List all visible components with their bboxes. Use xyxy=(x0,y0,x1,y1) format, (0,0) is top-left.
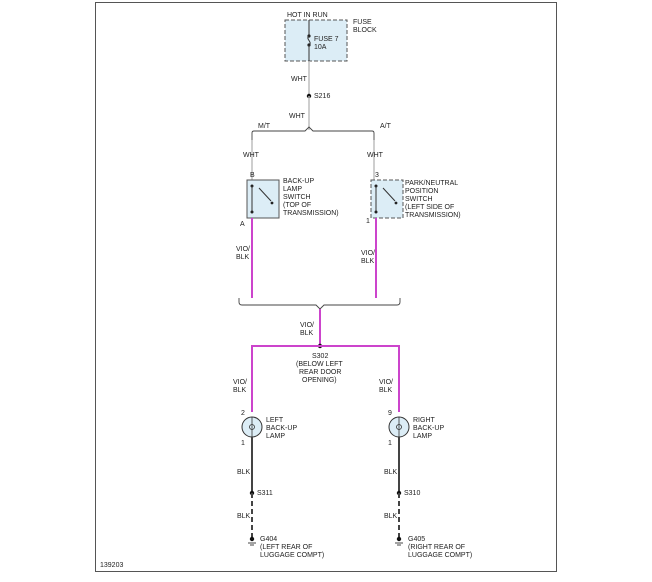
ground-g405-label: G405 xyxy=(408,536,425,543)
right-switch-out-color-1: VIO/ xyxy=(361,250,375,257)
left-lamp-in-color-2: BLK xyxy=(233,387,247,394)
left-switch-contact-bottom xyxy=(250,210,254,214)
left-lamp-in-color-1: VIO/ xyxy=(233,379,247,386)
left-lamp-pin-top: 2 xyxy=(241,410,245,417)
right-switch-pin-bottom: 1 xyxy=(366,218,370,225)
left-switch-blade xyxy=(258,187,272,202)
left-lamp-label-2: BACK-UP xyxy=(266,425,297,432)
left-switch-pin-top: B xyxy=(250,172,255,179)
left-switch-label-3: SWITCH xyxy=(283,194,311,201)
right-switch-label-3: SWITCH xyxy=(405,196,433,203)
fuse-block-box xyxy=(284,19,348,62)
hot-in-run-label: HOT IN RUN xyxy=(287,12,328,19)
option-merge-brace xyxy=(238,298,401,310)
right-switch-wire-color: WHT xyxy=(367,152,384,159)
splice-s310-label: S310 xyxy=(404,490,420,497)
left-switch-label-1: BACK-UP xyxy=(283,178,314,185)
right-lamp-pin-top: 9 xyxy=(388,410,392,417)
right-lamp-label-3: LAMP xyxy=(413,433,432,440)
splice-s302-label: S302 xyxy=(312,353,328,360)
right-switch-pin-top: 3 xyxy=(375,172,379,179)
right-switch-contact-bottom xyxy=(374,210,378,214)
left-switch-label-2: LAMP xyxy=(283,186,302,193)
fuse-rating-label: 10A xyxy=(314,44,327,51)
right-switch-label-2: POSITION xyxy=(405,188,438,195)
left-switch-label-5: TRANSMISSION) xyxy=(283,210,339,217)
splice-s302-loc-2: REAR DOOR xyxy=(299,369,341,376)
fuse-block-label-1: FUSE xyxy=(353,19,372,26)
fuse-block-label-2: BLOCK xyxy=(353,27,377,34)
ground-g405-loc-2: LUGGAGE COMPT) xyxy=(408,552,472,559)
left-switch-label-4: (TOP OF xyxy=(283,202,311,209)
right-switch-out-color-2: BLK xyxy=(361,258,375,265)
right-switch-label-1: PARK/NEUTRAL xyxy=(405,180,458,187)
right-switch-pivot xyxy=(394,201,398,205)
fuse-name-label: FUSE 7 xyxy=(314,36,339,43)
left-lamp-label-3: LAMP xyxy=(266,433,285,440)
ground-g404-loc-2: LUGGAGE COMPT) xyxy=(260,552,324,559)
left-lamp-ground-wire-color-upper: BLK xyxy=(237,469,251,476)
left-switch-pin-bottom: A xyxy=(240,221,245,228)
merge-wire-color-1: VIO/ xyxy=(300,322,314,329)
ground-g404-loc-1: (LEFT REAR OF xyxy=(260,544,312,551)
ground-g405-icon xyxy=(396,536,402,542)
right-lamp-pin-bottom: 1 xyxy=(388,440,392,447)
feed-wire-upper-color: WHT xyxy=(291,76,308,83)
feed-wire-lower-color: WHT xyxy=(289,113,306,120)
right-lamp-ground-wire-color-upper: BLK xyxy=(384,469,398,476)
figure-number: 139203 xyxy=(100,562,123,569)
splice-s302-loc-3: OPENING) xyxy=(302,377,337,384)
right-lamp-label-2: BACK-UP xyxy=(413,425,444,432)
wiring-diagram-sheet xyxy=(95,2,557,572)
option-mt-label: M/T xyxy=(258,123,271,130)
splice-s311-label: S311 xyxy=(257,490,273,497)
right-lamp-in-color-2: BLK xyxy=(379,387,393,394)
right-lamp-ground-wire-color-lower: BLK xyxy=(384,513,398,520)
left-lamp-pin-bottom: 1 xyxy=(241,440,245,447)
left-switch-out-color-2: BLK xyxy=(236,254,250,261)
lamp-feed-bus xyxy=(251,345,400,412)
option-at-label: A/T xyxy=(380,123,392,130)
splice-s302-loc-1: (BELOW LEFT xyxy=(296,361,343,368)
right-switch-label-4: (LEFT SIDE OF xyxy=(405,204,454,211)
right-lamp-label-1: RIGHT xyxy=(413,417,436,424)
option-brace xyxy=(251,126,375,140)
left-switch-out-color-1: VIO/ xyxy=(236,246,250,253)
right-lamp-in-color-1: VIO/ xyxy=(379,379,393,386)
left-switch-pivot xyxy=(270,201,274,205)
ground-g404-label: G404 xyxy=(260,536,277,543)
right-switch-label-5: TRANSMISSION) xyxy=(405,212,461,219)
ground-g404-icon xyxy=(249,536,255,542)
left-lamp-ground-wire-color-lower: BLK xyxy=(237,513,251,520)
ground-g405-loc-1: (RIGHT REAR OF xyxy=(408,544,465,551)
merge-wire-color-2: BLK xyxy=(300,330,314,337)
right-switch-blade xyxy=(382,187,396,202)
left-switch-wire-color: WHT xyxy=(243,152,260,159)
left-lamp-label-1: LEFT xyxy=(266,417,284,424)
splice-s216-label: S216 xyxy=(314,93,330,100)
